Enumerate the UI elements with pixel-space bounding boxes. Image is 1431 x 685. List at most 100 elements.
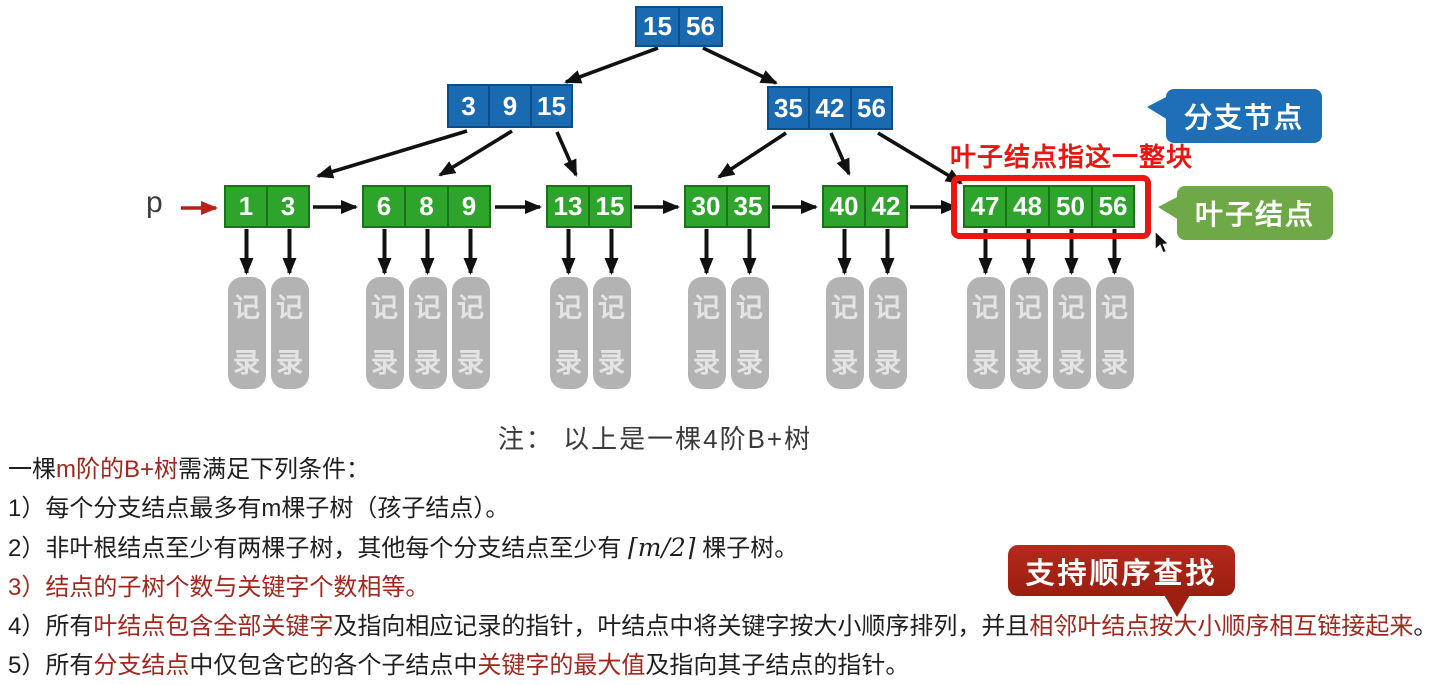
record-char: 录 (693, 348, 720, 378)
note-text-red: 叶结点包含全部关键字 (93, 613, 334, 640)
note-text: 及指向其子结点的指针。 (645, 652, 910, 679)
key-cell: 15 (589, 185, 632, 228)
badge-tail-icon (1163, 593, 1191, 617)
key-cell: 9 (489, 84, 531, 128)
key-cell: 15 (531, 84, 573, 128)
key-cell: 35 (767, 86, 809, 130)
note-text-red: 分支结点 (93, 652, 190, 679)
record-char: 录 (598, 348, 625, 378)
record-char: 记 (736, 293, 763, 323)
record-box: 记录 (365, 277, 404, 389)
key-cell: 47 (963, 185, 1006, 228)
record-box: 记录 (825, 277, 864, 389)
record-char: 记 (414, 293, 441, 323)
record-char: 记 (874, 293, 901, 323)
record-char: 录 (1015, 348, 1042, 378)
key-cell: 56 (1092, 185, 1135, 228)
arrow (717, 131, 787, 179)
note-text-red: m阶的B+树 (56, 456, 179, 483)
key-cell: 56 (679, 6, 723, 47)
record-char: 记 (555, 293, 582, 323)
key-cell: 3 (447, 84, 489, 128)
key-cell: 50 (1049, 185, 1092, 228)
leaf-block-highlight-box (951, 175, 1151, 239)
record-char: 记 (1058, 293, 1085, 323)
note-text: ⌈m/2⌉ (628, 533, 696, 562)
record-char: 录 (371, 348, 398, 378)
key-cell: 9 (448, 185, 491, 228)
record-char: 录 (874, 348, 901, 378)
notes-block: 一棵m阶的B+树需满足下列条件： 1）每个分支结点最多有m棵子树（孩子结点）。 2… (8, 450, 1431, 685)
diagram-caption: 注： 以上是一棵4阶B+树 (497, 424, 813, 454)
record-box: 记录 (1095, 277, 1134, 389)
record-char: 录 (414, 348, 441, 378)
leaf-callout-tail-icon (1158, 196, 1179, 220)
leaf-block-annotation: 叶子结点指这一整块 (950, 142, 1194, 172)
record-box: 记录 (1009, 277, 1048, 389)
record-box: 记录 (270, 277, 309, 389)
key-cell: 6 (362, 185, 405, 228)
record-box: 记录 (868, 277, 907, 389)
note-text: 中仅包含它的各个子结点中 (189, 652, 478, 679)
record-char: 录 (736, 348, 763, 378)
sequential-search-badge: 支持顺序查找 (1008, 545, 1235, 596)
key-cell: 35 (727, 185, 770, 228)
note-text: 5）所有 (8, 652, 94, 679)
note-line: 3）结点的子树个数与关键字个数相等。 (8, 568, 1431, 607)
record-char: 记 (371, 293, 398, 323)
note-line: 5）所有分支结点中仅包含它的各个子结点中关键字的最大值及指向其子结点的指针。 (8, 646, 1431, 685)
record-char: 录 (1058, 348, 1085, 378)
key-cell: 42 (809, 86, 851, 130)
arrow (702, 46, 778, 85)
leaf-node-callout: 叶子结点 (1177, 186, 1334, 240)
arrow (877, 131, 963, 185)
arrow (564, 46, 659, 84)
note-text: 棵子树。 (695, 535, 799, 562)
record-char: 录 (276, 348, 303, 378)
mouse-cursor-icon (1154, 230, 1171, 254)
key-cell: 3 (267, 185, 310, 228)
record-char: 录 (1101, 348, 1128, 378)
key-cell: 30 (684, 185, 727, 228)
note-text-red: 相邻叶结点按大小顺序相互链接起来 (1029, 613, 1414, 640)
arrow (316, 129, 468, 179)
arrow (438, 129, 513, 177)
record-box: 记录 (227, 277, 266, 389)
note-line: 1）每个分支结点最多有m棵子树（孩子结点）。 (8, 489, 1431, 528)
record-box: 记录 (1052, 277, 1091, 389)
key-cell: 48 (1006, 185, 1049, 228)
key-cell: 42 (865, 185, 908, 228)
note-text: 1）每个分支结点最多有m棵子树（孩子结点）。 (8, 495, 510, 522)
arrow (555, 131, 578, 177)
branch-callout-tail-icon (1147, 96, 1168, 120)
record-char: 记 (598, 293, 625, 323)
note-line: 4）所有叶结点包含全部关键字及指向相应记录的指针，叶结点中将关键字按大小顺序排列… (8, 607, 1431, 646)
record-char: 记 (276, 293, 303, 323)
record-box: 记录 (730, 277, 769, 389)
record-box: 记录 (451, 277, 490, 389)
record-box: 记录 (549, 277, 588, 389)
note-text: 4）所有 (8, 613, 94, 640)
note-text: 需满足下列条件： (178, 456, 371, 483)
note-line: 2）非叶根结点至少有两棵子树，其他每个分支结点至少有 ⌈m/2⌉ 棵子树。 (8, 528, 1431, 568)
tree-edges (181, 46, 1122, 275)
note-text: 一棵 (8, 456, 56, 483)
record-char: 录 (831, 348, 858, 378)
record-char: 录 (233, 348, 260, 378)
key-cell: 8 (405, 185, 448, 228)
arrow (829, 132, 851, 176)
pointer-label: p (146, 186, 163, 219)
record-char: 记 (233, 293, 260, 323)
record-char: 记 (831, 293, 858, 323)
record-char: 记 (1015, 293, 1042, 323)
key-cell: 1 (224, 185, 267, 228)
record-char: 记 (457, 293, 484, 323)
